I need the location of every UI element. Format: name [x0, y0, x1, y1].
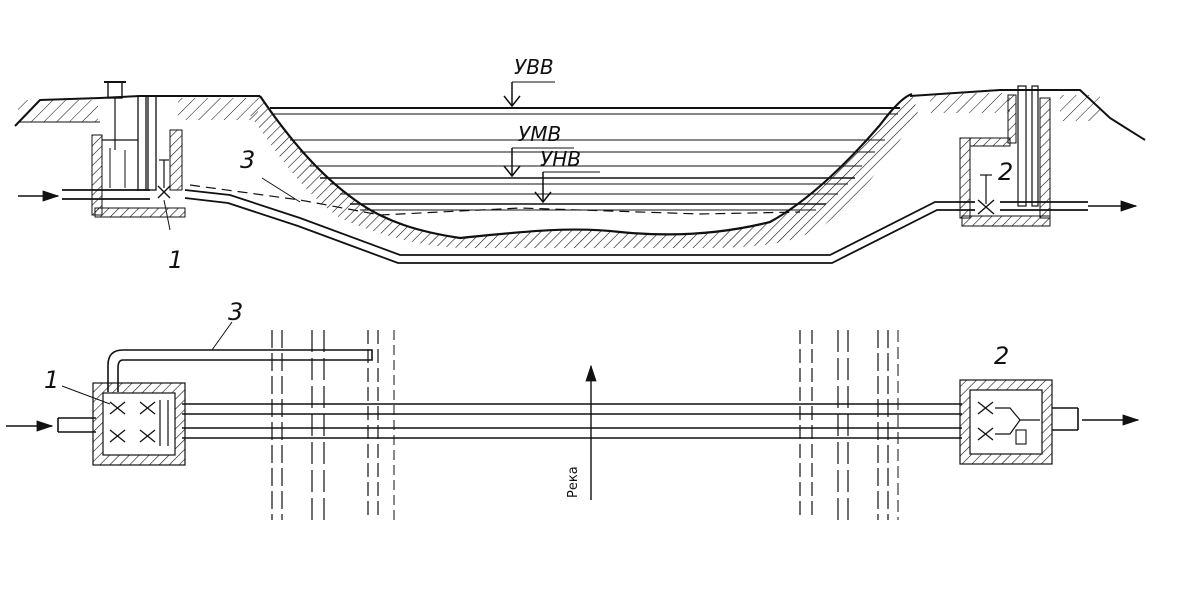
- level-marker-mid: УМВ: [503, 122, 574, 178]
- section-pipeline-callout: 3: [240, 146, 301, 203]
- section-outlet-chamber: 2: [959, 85, 1051, 227]
- plan-bypass-line: 3: [107, 298, 373, 392]
- plan-outlet-chamber: 2: [959, 342, 1053, 465]
- callout-section-3: 3: [240, 146, 255, 174]
- section-outlet-pipe: [1000, 200, 1138, 212]
- callout-plan-2: 2: [994, 342, 1009, 370]
- ground-right: [909, 89, 1146, 141]
- ground-left: [14, 95, 260, 127]
- level-marker-low: УНВ: [534, 147, 600, 204]
- callout-section-2: 2: [998, 158, 1013, 186]
- plan-inlet-pipe: [6, 417, 96, 433]
- level-marker-high: УВВ: [503, 55, 555, 108]
- water-lines: [270, 107, 900, 211]
- plan-view: 3 1: [6, 298, 1140, 520]
- callout-plan-1: 1: [44, 366, 59, 394]
- plan-inlet-chamber: 1: [44, 366, 186, 466]
- callout-section-1: 1: [168, 246, 183, 274]
- label-mid-water: УМВ: [518, 122, 561, 146]
- section-pipeline: [184, 184, 975, 264]
- callout-plan-3: 3: [228, 298, 243, 326]
- river-flow-arrow: Река: [566, 364, 597, 500]
- label-low-water: УНВ: [540, 147, 581, 171]
- plan-outlet-pipe: [1052, 407, 1140, 431]
- plan-pipelines: [182, 403, 962, 439]
- section-inlet-pipe: [18, 189, 150, 202]
- river-label: Река: [566, 466, 581, 498]
- section-view: УВВ УМВ УНВ: [14, 55, 1146, 274]
- section-inlet-chamber: 1: [91, 81, 186, 274]
- label-high-water: УВВ: [514, 55, 554, 79]
- river-channel: [248, 92, 918, 248]
- plan-bank-lines: [271, 330, 899, 520]
